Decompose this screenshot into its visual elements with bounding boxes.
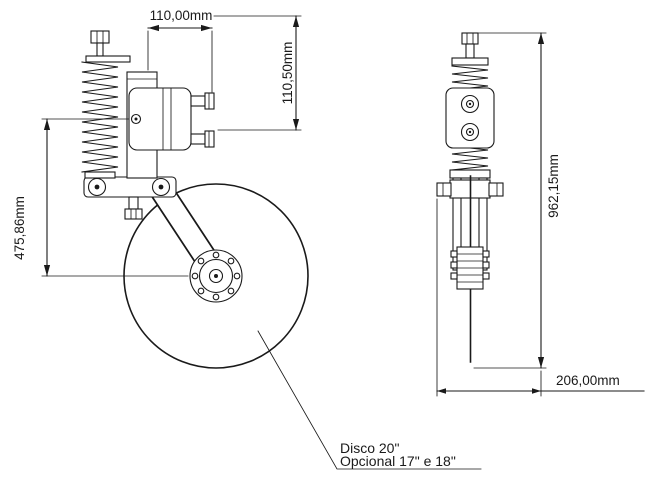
side-clamp-block <box>445 87 495 149</box>
dim-overall-width: 206,00mm <box>436 198 645 397</box>
dim-label-110-50: 110,50mm <box>280 42 295 105</box>
spring-top-bolt <box>90 30 110 57</box>
side-hinge-bolt-left <box>436 182 452 197</box>
hinge-bolt <box>124 196 143 220</box>
note-opcional: Opcional 17" e 18" <box>340 453 456 469</box>
side-top-bolt <box>461 32 479 59</box>
dim-label-110-00: 110,00mm <box>150 8 213 23</box>
clamp <box>128 87 215 151</box>
dimensions: 110,00mm 110,50mm 475,86mm 962,15mm <box>12 8 645 397</box>
hinge-plate <box>83 176 177 220</box>
dim-label-962-15: 962,15mm <box>546 154 561 218</box>
dim-overall-height: 962,15mm <box>473 32 561 369</box>
side-hinge-bolt-right <box>488 182 504 197</box>
dim-label-206-00: 206,00mm <box>556 373 620 388</box>
dim-clamp-height: 110,50mm <box>213 15 302 131</box>
clamp-bolt-top <box>190 92 215 110</box>
spring-top-seat <box>85 55 131 63</box>
spring-coils <box>81 61 119 173</box>
dim-label-475-86: 475,86mm <box>12 196 27 260</box>
disc-hub <box>189 249 243 303</box>
side-hub-sprocket <box>450 246 490 290</box>
front-view <box>81 30 309 369</box>
side-view <box>436 32 504 363</box>
dim-top-width: 110,00mm <box>147 8 213 93</box>
spring-bottom-seat <box>84 171 116 179</box>
dim-arm-length: 475,86mm <box>12 118 189 277</box>
clamp-bolt-bottom <box>190 130 215 148</box>
disc-annotation: Disco 20" Opcional 17" e 18" <box>257 330 482 470</box>
note-disco-20: Disco 20" <box>340 440 399 456</box>
spring <box>81 30 131 179</box>
side-top-plate <box>451 57 489 66</box>
leader-line <box>257 330 482 470</box>
